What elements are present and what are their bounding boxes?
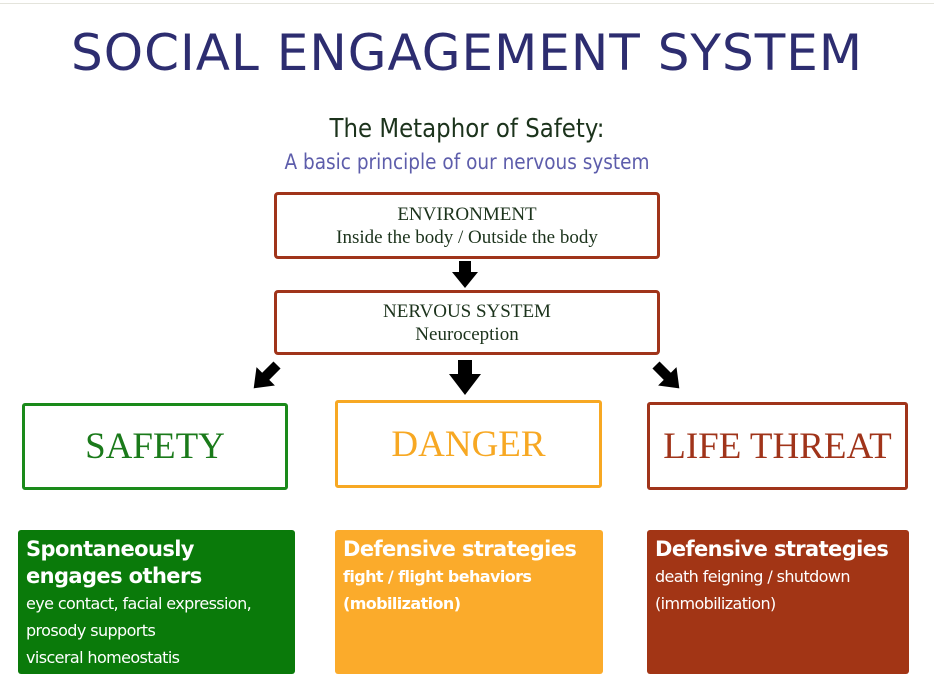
life-threat-label: LIFE THREAT [663,425,892,467]
top-divider [0,3,934,4]
environment-text: Inside the body / Outside the body [336,226,598,248]
panel-line: prosody supports [26,621,156,640]
panel-line: (mobilization) [343,594,461,613]
nervous-system-box: NERVOUS SYSTEM Neuroception [274,290,660,355]
danger-panel: Defensive strategies fight / flight beha… [335,530,603,674]
panel-heading: engages others [26,564,202,588]
nervous-system-heading: NERVOUS SYSTEM [383,300,551,322]
environment-heading: ENVIRONMENT [397,203,537,225]
life-threat-box: LIFE THREAT [647,402,908,490]
principle-text: A basic principle of our nervous system [284,150,650,174]
danger-label: DANGER [391,423,546,465]
life-threat-panel: Defensive strategies death feigning / sh… [647,530,909,674]
arrow-down-right-icon [652,361,680,389]
panel-heading: Defensive strategies [343,537,577,561]
panel-line: eye contact, facial expression, [26,594,252,613]
arrow-down-icon [452,261,478,288]
environment-box: ENVIRONMENT Inside the body / Outside th… [274,192,660,259]
danger-box: DANGER [335,400,602,488]
nervous-system-text: Neuroception [415,323,519,345]
safety-panel: Spontaneously engages others eye contact… [18,530,295,674]
panel-line: (immobilization) [655,594,776,613]
panel-heading: Spontaneously [26,537,195,561]
panel-line: visceral homeostatis [26,648,180,667]
panel-line: death feigning / shutdown [655,567,851,586]
arrow-down-left-icon [253,361,281,389]
page-title: SOCIAL ENGAGEMENT SYSTEM [71,24,863,82]
panel-heading: Defensive strategies [655,537,889,561]
subtitle: The Metaphor of Safety: [329,114,605,144]
arrow-down-icon [449,360,481,395]
panel-line: fight / flight behaviors [343,567,532,586]
safety-label: SAFETY [85,426,225,467]
safety-box: SAFETY [22,403,288,490]
